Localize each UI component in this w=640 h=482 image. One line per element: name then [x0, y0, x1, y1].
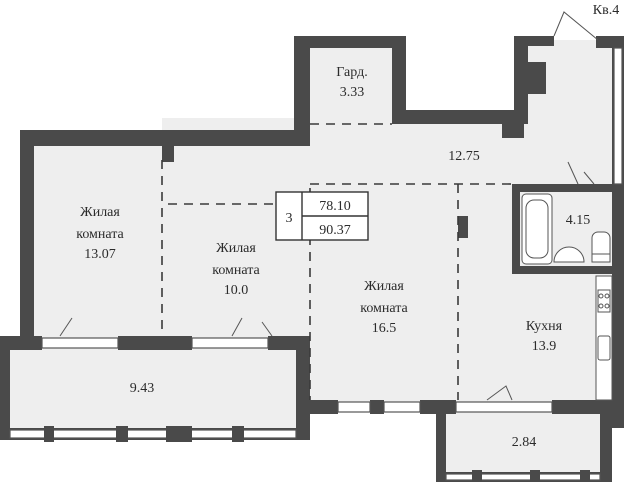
area-summary [275, 191, 369, 241]
bathroom-fixtures [521, 193, 611, 265]
kitchen-area: 13.9 [532, 339, 557, 354]
bedroom-mid-name-2: комната [212, 263, 260, 278]
bedroom-mid-name-1: Жилая [216, 241, 256, 256]
window-mullions [44, 426, 590, 482]
zone-lines [161, 123, 512, 400]
loggia-left-area: 9.43 [130, 381, 155, 396]
wardrobe-area: 3.33 [340, 85, 365, 100]
living-big-name-1: Жилая [364, 279, 404, 294]
bedroom-mid-area: 10.0 [224, 283, 249, 298]
windows [9, 47, 623, 481]
bathroom-area: 4.15 [566, 213, 591, 228]
kitchen-fixtures [595, 275, 613, 401]
wardrobe-name: Гард. [336, 65, 367, 80]
total-area-value: 90.37 [319, 223, 351, 238]
living-big-area: 16.5 [372, 321, 397, 336]
bedroom-left-name-2: комната [76, 227, 124, 242]
rooms-count: 3 [286, 211, 293, 226]
doors [59, 11, 599, 401]
hall-area: 12.75 [448, 149, 480, 164]
balcony-area: 2.84 [512, 435, 537, 450]
bedroom-left-area: 13.07 [84, 247, 116, 262]
living-area-value: 78.10 [319, 199, 351, 214]
bedroom-left-name-1: Жилая [80, 205, 120, 220]
living-big-name-2: комната [360, 301, 408, 316]
apartment-number-label: Кв.4 [593, 3, 619, 18]
kitchen-name: Кухня [526, 319, 563, 334]
